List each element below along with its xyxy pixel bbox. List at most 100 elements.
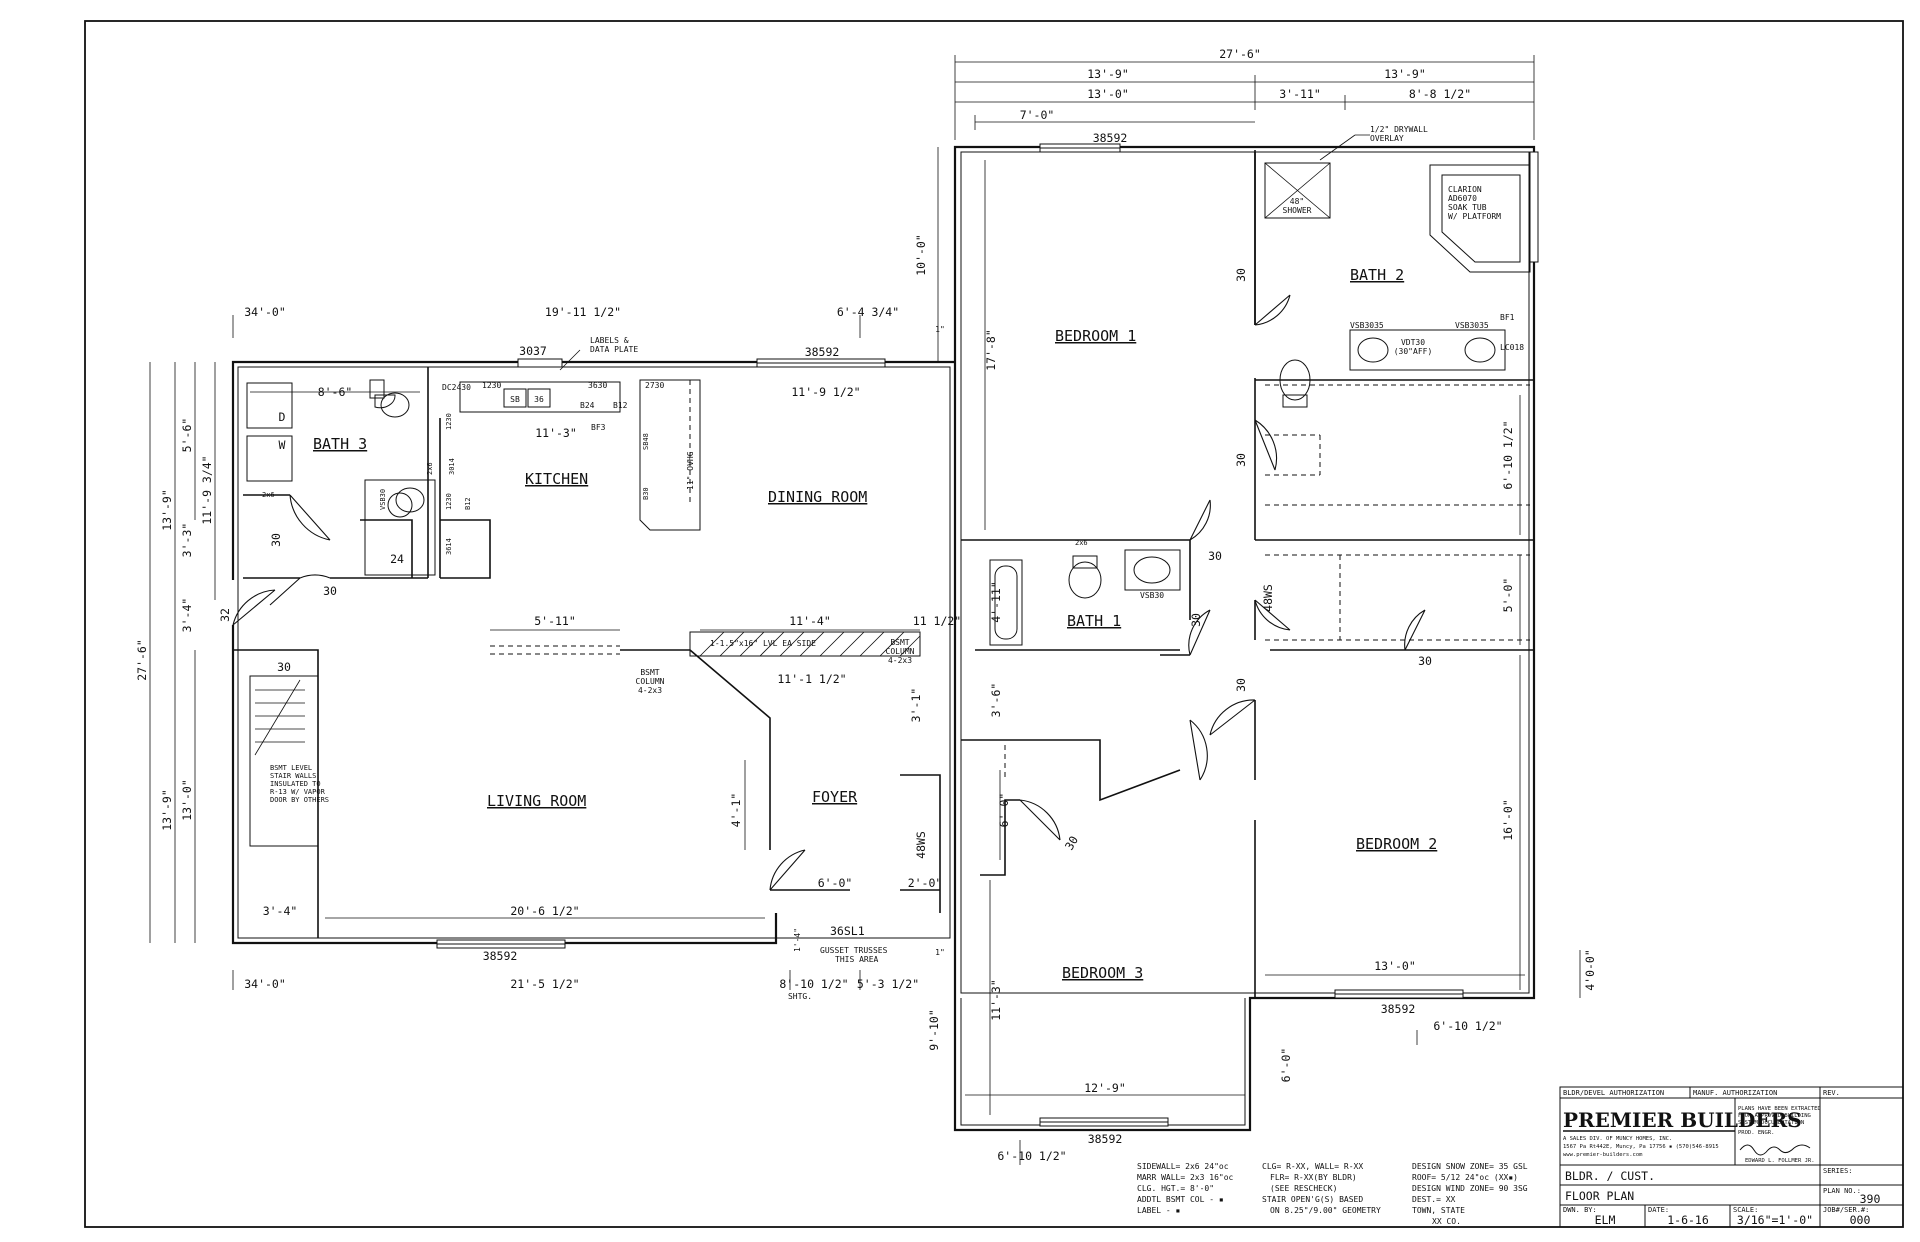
- bath-fixtures: [380, 162, 1531, 646]
- tb-dwn-label: DWN. BY:: [1563, 1206, 1597, 1214]
- window-bed2: 38592: [1381, 1002, 1416, 1016]
- note-3-5: TOWN, STATE: [1412, 1206, 1465, 1215]
- stud-2x6: 2x6: [426, 462, 434, 475]
- vdt30-1: VDT30: [1401, 338, 1425, 347]
- left-dimensions: 27'-6" 13'-9" 13'-9" 5'-6" 11'-9 3/4" 3'…: [135, 418, 232, 831]
- dim-1-4: 1'-4": [793, 928, 802, 952]
- tb-logo: PREMIER BUILDERS: [1563, 1108, 1802, 1132]
- labels-plate-1: LABELS &: [590, 336, 629, 345]
- note-3-3: DESIGN WIND ZONE= 90 3SG: [1412, 1184, 1528, 1193]
- ws-48-b: 48WS: [1261, 584, 1275, 612]
- tb-scale-label: SCALE:: [1733, 1206, 1758, 1214]
- door-30-hall2: 30: [1189, 613, 1203, 627]
- stair-note-5: DOOR BY OTHERS: [270, 796, 329, 804]
- dim-left-v5: 32: [218, 608, 232, 622]
- tb-dwn: ELM: [1595, 1213, 1616, 1227]
- dim-3-1: 3'-1": [909, 688, 923, 723]
- door-30-bed3: 30: [1062, 833, 1081, 852]
- tub-2: AD6070: [1448, 194, 1477, 203]
- window-top: 38592: [1093, 131, 1128, 145]
- bf1: BF1: [1500, 313, 1515, 322]
- tb-prod-engr: PROD. ENGR.: [1738, 1130, 1774, 1136]
- note-1-5: LABEL - ▪: [1137, 1206, 1180, 1215]
- room-dining: DINING ROOM: [768, 488, 867, 506]
- stair-note-3: INSULATED TO: [270, 780, 321, 788]
- cab-sb48: SB48: [642, 433, 650, 450]
- tb-plan-no: 390: [1860, 1192, 1881, 1206]
- note-3-6: XX CO.: [1432, 1217, 1461, 1226]
- cab-1230-b: 1230: [445, 493, 453, 510]
- tb-date-label: DATE:: [1648, 1206, 1669, 1214]
- room-labels: BATH 3 KITCHEN DINING ROOM LIVING ROOM F…: [313, 266, 1437, 982]
- bsmt-col2-2: COLUMN: [886, 647, 915, 656]
- dim-top-c1: 7'-0": [1020, 108, 1055, 122]
- room-bedroom1: BEDROOM 1: [1055, 327, 1136, 345]
- dim-9-10: 9'-10": [927, 1009, 941, 1051]
- door-swings: [232, 294, 1426, 891]
- tub-3: SOAK TUB: [1448, 203, 1487, 212]
- tb-rev: REV.: [1823, 1089, 1840, 1097]
- dim-e3b: SHTG.: [788, 992, 812, 1001]
- door-24: 24: [390, 552, 404, 566]
- gusset-1: GUSSET TRUSSES: [820, 946, 888, 955]
- stair-note-1: BSMT LEVEL: [270, 764, 312, 772]
- tb-job: 000: [1850, 1213, 1871, 1227]
- door-30-hall3: 30: [1234, 678, 1248, 692]
- room-bath3: BATH 3: [313, 435, 367, 453]
- note-3-4: DEST.= XX: [1412, 1195, 1456, 1204]
- door-30-bed2: 30: [1418, 654, 1432, 668]
- vanity-vsb3035-b: VSB3035: [1455, 321, 1489, 330]
- bsmt-col1-2: COLUMN: [636, 677, 665, 686]
- dim-2-0: 2'-0": [908, 876, 943, 890]
- dim-k-11-9: 11'-9 1/2": [791, 385, 860, 399]
- dim-bed2-w: 6'-10 1/2": [1433, 1019, 1502, 1033]
- dim-6-0-c: 6'-0": [1279, 1048, 1293, 1083]
- interior-labels: 8'-6" 11'-3" 11'-9 1/2" DC2430 SB 36 123…: [262, 185, 1524, 1095]
- cab-b24: B24: [580, 401, 595, 410]
- dim-16-0: 16'-0": [1501, 799, 1515, 841]
- tb-signature: [1739, 1144, 1811, 1156]
- dim-13-0: 13'-0": [1374, 959, 1416, 973]
- window-bed3: 38592: [1088, 1132, 1123, 1146]
- linen-lc018: LC018: [1500, 343, 1524, 352]
- tb-series-label: SERIES:: [1823, 1167, 1853, 1175]
- sheet-border: [84, 20, 1904, 1228]
- dim-top-b2: 3'-11": [1279, 87, 1321, 101]
- room-kitchen: KITCHEN: [525, 470, 588, 488]
- tub-4: W/ PLATFORM: [1448, 212, 1501, 221]
- bsmt-col1-1: BSMT: [640, 668, 659, 677]
- vdt30-2: (30"AFF): [1394, 347, 1433, 356]
- dim-left-v2: 11'-9 3/4": [200, 455, 214, 524]
- interior-walls: [233, 150, 1534, 998]
- overhang: 11" OVHG: [686, 451, 695, 490]
- dim-left-v6: 13'-0": [180, 779, 194, 821]
- washer: W: [279, 438, 286, 452]
- dim-6-0: 6'-0": [818, 876, 853, 890]
- vanity-vsb30: VSB30: [379, 489, 387, 510]
- dim-bed3-w: 6'-10 1/2": [997, 1149, 1066, 1163]
- cab-36: 36: [534, 395, 544, 404]
- tb-plan-no-label: PLAN NO.:: [1823, 1187, 1861, 1195]
- window-left-top: 38592: [805, 345, 840, 359]
- dim-4-1: 4'-1": [729, 793, 743, 828]
- tb-scale: 3/16"=1'-0": [1737, 1213, 1813, 1227]
- dim-11-1: 11'-1 1/2": [777, 672, 846, 686]
- title-block: BLDR/DEVEL AUTHORIZATION MANUF. AUTHORIZ…: [1559, 1086, 1904, 1228]
- stair-note-2: STAIR WALLS: [270, 772, 316, 780]
- note-1-3: CLG. HGT.= 8'-0": [1137, 1184, 1214, 1193]
- note-1-2: MARR WALL= 2x3 16"oc: [1137, 1173, 1234, 1182]
- cab-b30: B30: [642, 487, 650, 500]
- dim-left-h2: 13'-9": [160, 789, 174, 831]
- room-bedroom2: BEDROOM 2: [1356, 835, 1437, 853]
- door-30-hall1: 30: [1208, 549, 1222, 563]
- drywall-leader: [1319, 134, 1370, 161]
- dim-1in-top: 1": [935, 325, 945, 334]
- top-dimensions: 27'-6" 13'-9" 13'-9" 13'-0" 3'-11" 8'-8 …: [244, 47, 1471, 359]
- room-bath1: BATH 1: [1067, 612, 1121, 630]
- note-2-1: CLG= R-XX, WALL= R-XX: [1262, 1162, 1363, 1171]
- dim-11-3-b: 11'-3": [989, 979, 1003, 1021]
- bottom-dimensions: 34'-0" 21'-5 1/2" 8'-10 1/2" SHTG. 5'-3 …: [244, 949, 1597, 1163]
- door-30-b: 30: [323, 584, 337, 598]
- dim-6-0-b: 6'-0": [997, 793, 1011, 828]
- dim-12-9: 12'-9": [1084, 1081, 1126, 1095]
